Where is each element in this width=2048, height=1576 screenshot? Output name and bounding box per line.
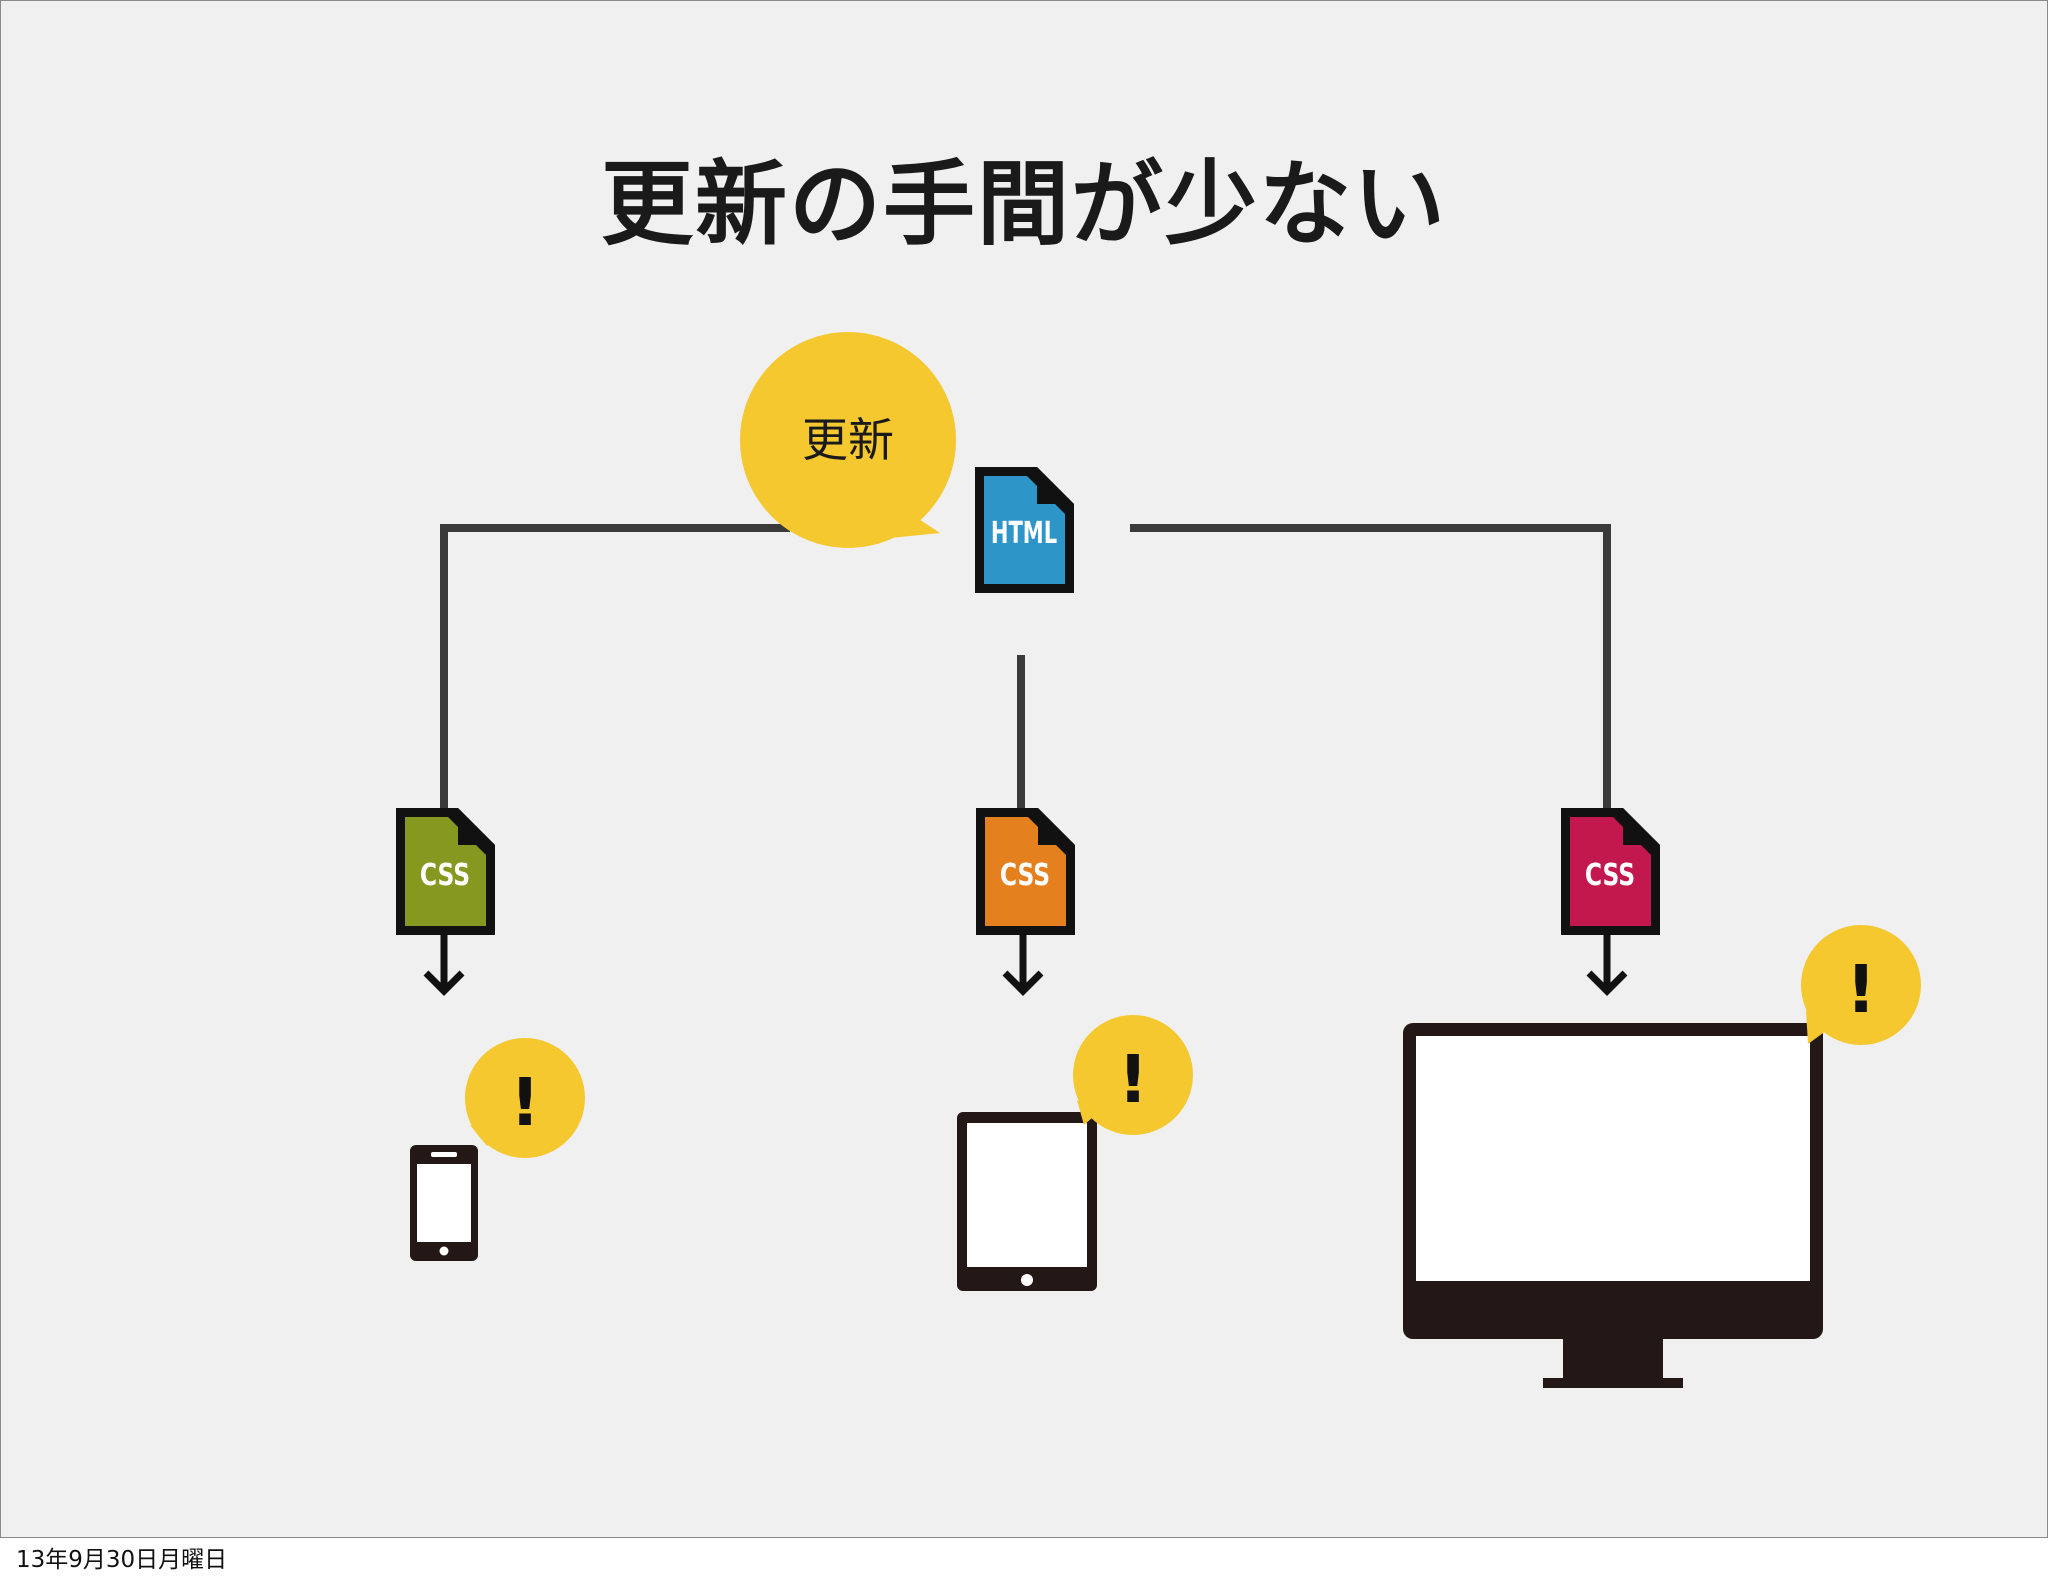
down-arrow-icon-1: [423, 935, 465, 996]
css-file-label-crimson: CSS: [1585, 858, 1635, 893]
alert-bubble-label: !: [510, 1064, 540, 1141]
footer-date: 13年9月30日月曜日: [16, 1547, 228, 1573]
alert-bubble-monitor: !: [1801, 925, 1921, 1045]
connector-lines: [440, 524, 1611, 810]
css-file-icon-green: CSS: [396, 808, 495, 935]
smartphone-icon: [410, 1145, 478, 1261]
down-arrow-icon-2: [1002, 935, 1044, 996]
tablet-icon: [957, 1112, 1097, 1291]
down-arrow-icon-3: [1586, 935, 1628, 996]
down-arrows: [423, 935, 1628, 996]
alert-bubble-label: !: [1846, 951, 1876, 1028]
alert-bubble-label: !: [1118, 1041, 1148, 1118]
desktop-monitor-icon: [1403, 1023, 1823, 1388]
css-file-icon-crimson: CSS: [1561, 808, 1660, 935]
html-file-icon: HTML: [975, 467, 1074, 593]
html-file-label: HTML: [991, 516, 1057, 551]
css-file-label-green: CSS: [420, 858, 470, 893]
css-file-icon-orange: CSS: [976, 808, 1075, 935]
connector-right: [1130, 524, 1611, 810]
alert-bubble-tablet: !: [1073, 1015, 1193, 1135]
slide-title: 更新の手間が少ない: [600, 151, 1447, 258]
update-bubble-label: 更新: [802, 413, 894, 467]
css-file-label-orange: CSS: [1000, 858, 1050, 893]
connector-left: [440, 524, 790, 810]
alert-bubble-smartphone: !: [465, 1038, 585, 1158]
update-bubble: 更新: [740, 332, 956, 548]
